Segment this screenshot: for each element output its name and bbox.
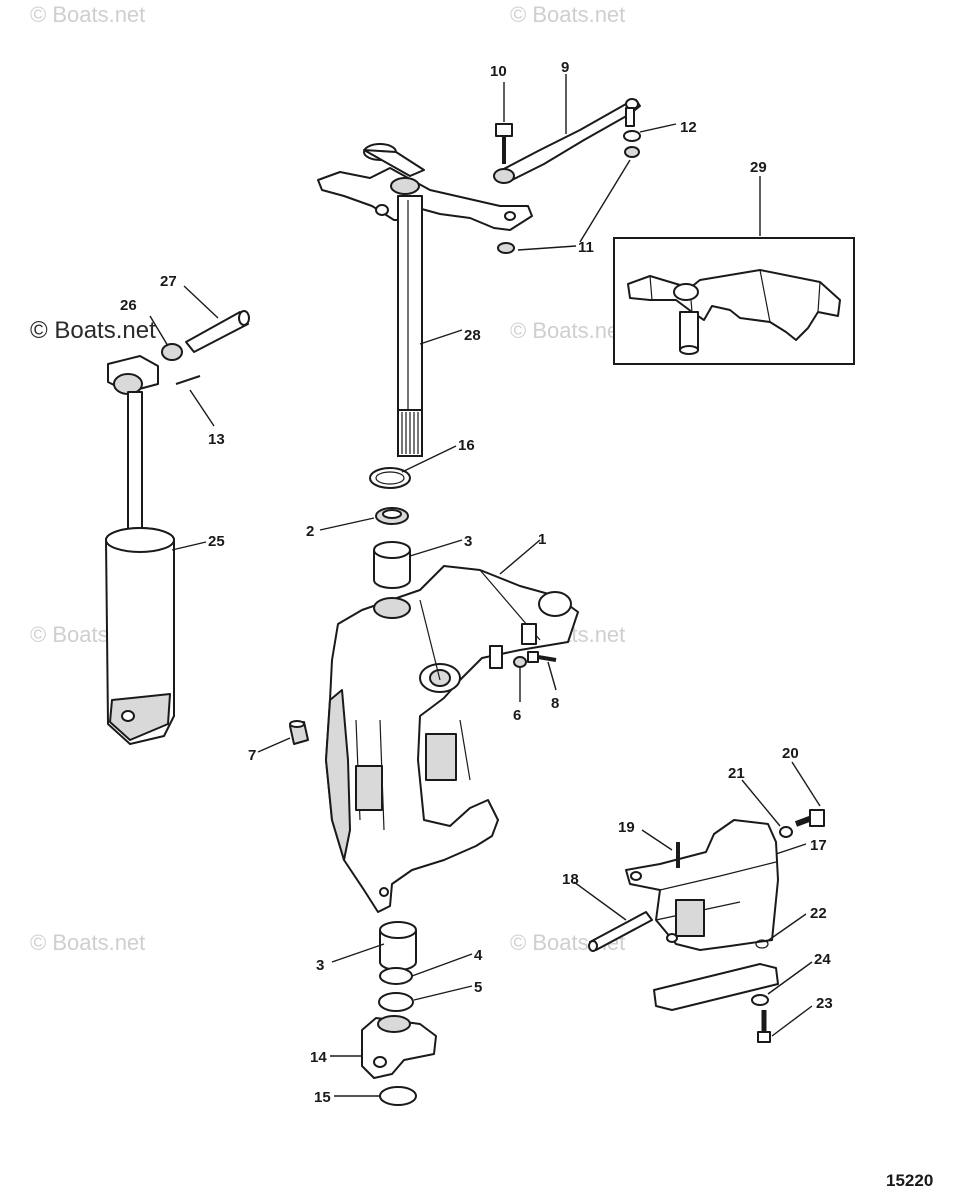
ring-16	[369, 467, 411, 489]
rod-18	[588, 911, 653, 952]
callout-18: 18	[562, 871, 579, 888]
washer-21	[779, 826, 793, 838]
callout-5: 5	[474, 979, 482, 996]
callout-10: 10	[490, 63, 507, 80]
plate-22	[653, 939, 779, 1011]
ring-15	[379, 1086, 417, 1106]
callout-17: 17	[810, 837, 827, 854]
yoke-14	[361, 1015, 437, 1079]
callout-15: 15	[314, 1089, 331, 1106]
callout-3: 3	[464, 533, 472, 550]
watermark: © Boats.net	[510, 2, 625, 27]
bolt-20	[794, 809, 825, 827]
pin-27	[185, 310, 250, 353]
callout-20: 20	[782, 745, 799, 762]
callout-25: 25	[208, 533, 225, 550]
diagram-number: 15220	[886, 1171, 933, 1190]
callouts: 1 2 3 3 4 5 6 7 8 9 10 11 12 13 14 15 16…	[120, 59, 833, 1106]
clamp-bracket-17	[625, 819, 779, 951]
callout-29: 29	[750, 159, 767, 176]
callout-22: 22	[810, 905, 827, 922]
callout-6: 6	[513, 707, 521, 724]
screw-8	[527, 651, 557, 663]
steering-link-9	[493, 98, 641, 184]
callout-24: 24	[814, 951, 831, 968]
callout-19: 19	[618, 819, 635, 836]
nut-11-lower	[497, 242, 515, 254]
plug-7	[289, 720, 309, 745]
callout-1: 1	[538, 531, 546, 548]
callout-11: 11	[578, 239, 594, 256]
callout-21: 21	[728, 765, 745, 782]
ring-5	[378, 992, 414, 1012]
screw-23	[757, 1010, 771, 1043]
watermark: © Boats.net	[30, 2, 145, 27]
bushing-3-upper	[373, 541, 411, 589]
callout-9: 9	[561, 59, 569, 76]
screw-13	[175, 375, 201, 385]
nut-6	[513, 656, 527, 668]
watermark: © Boats.net	[30, 930, 145, 955]
bushing-26	[161, 343, 183, 361]
steering-arm-28	[317, 143, 533, 457]
callout-2: 2	[306, 523, 314, 540]
leader-lines	[149, 74, 821, 1097]
watermark: © Boats.net	[510, 318, 625, 343]
inset-box-29	[613, 237, 855, 365]
washer-24	[751, 994, 769, 1006]
bolt-10	[495, 123, 513, 164]
callout-14: 14	[310, 1049, 327, 1066]
washer-12	[623, 130, 641, 142]
bushing-3-lower	[379, 921, 417, 971]
callout-26: 26	[120, 297, 137, 314]
callout-16: 16	[458, 437, 475, 454]
callout-27: 27	[160, 273, 177, 290]
seal-2	[375, 507, 409, 525]
watermark: © Boats.net	[30, 317, 156, 344]
nut-11	[624, 146, 640, 158]
callout-28: 28	[464, 327, 481, 344]
callout-7: 7	[248, 747, 256, 764]
callout-4: 4	[474, 947, 483, 964]
callout-23: 23	[816, 995, 833, 1012]
ring-4	[379, 967, 413, 985]
callout-8: 8	[551, 695, 559, 712]
callout-3: 3	[316, 957, 324, 974]
cylinder-25	[105, 355, 175, 745]
callout-13: 13	[208, 431, 225, 448]
callout-12: 12	[680, 119, 697, 136]
swivel-bracket-1	[325, 565, 579, 913]
